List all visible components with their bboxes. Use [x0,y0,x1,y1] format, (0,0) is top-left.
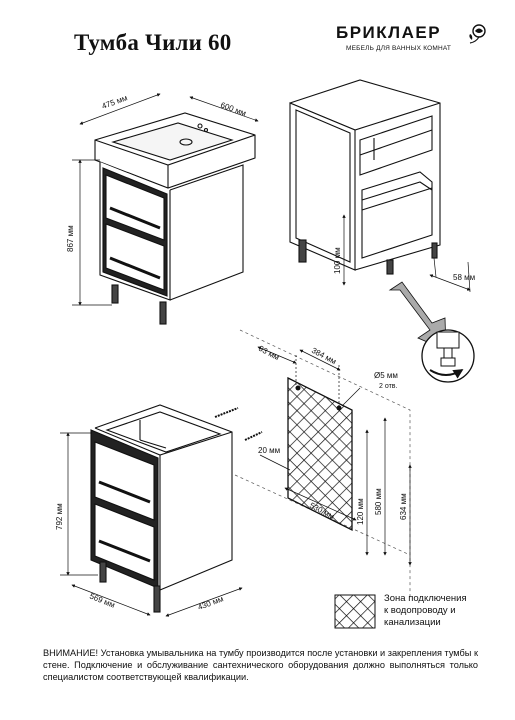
legend-line-1: Зона подключения [384,593,467,604]
legend-line-3: канализации [384,617,441,628]
cabinet-closed-view [94,112,256,325]
leg-adjust-callout [388,281,475,383]
dim-height-792: 792 мм [55,503,64,530]
legend-line-2: к водопроводу и [384,605,456,616]
cabinet-open-view [289,79,441,275]
legend-label: Зона подключения к водопроводу и канализ… [384,593,467,629]
dim-hole-5: Ø5 мм [374,371,398,380]
dimension-lines-mount [257,346,412,566]
dim-depth-569: 569 мм [88,592,116,610]
dim-height-20: 20 мм [258,446,280,455]
dim-hole-count: 2 отв. [379,383,398,390]
dimension-lines-top [72,93,259,306]
dim-height-580: 580 мм [374,488,383,515]
dim-depth-475: 475 мм [101,93,129,111]
dim-spacing-384: 384 мм [310,346,338,366]
brand-tagline: МЕБЕЛЬ ДЛЯ ВАННЫХ КОМНАТ [346,45,452,52]
dim-width-600: 600 мм [219,100,247,118]
brand-logo: БРИКЛАЕР МЕБЕЛЬ ДЛЯ ВАННЫХ КОМНАТ [336,22,496,56]
legend-swatch [334,594,376,629]
warning-text: ВНИМАНИЕ! Установка умывальника на тумбу… [43,648,478,682]
dim-leg-100: 100 мм [333,247,342,274]
page-title: Тумба Чили 60 [74,30,232,55]
dim-height-867: 867 мм [66,225,75,252]
rose-icon [469,24,486,44]
dim-width-430: 430 мм [197,594,225,612]
dim-offset-58: 58 мм [453,273,475,282]
dim-height-120: 120 мм [356,498,365,525]
dim-left-93: 93 мм [257,344,281,362]
cabinet-body-view [90,404,233,613]
dimension-lines-bottom [60,432,243,617]
dimension-lines-open [342,214,471,293]
brand-name: БРИКЛАЕР [336,23,442,42]
dim-height-634: 634 мм [399,493,408,520]
